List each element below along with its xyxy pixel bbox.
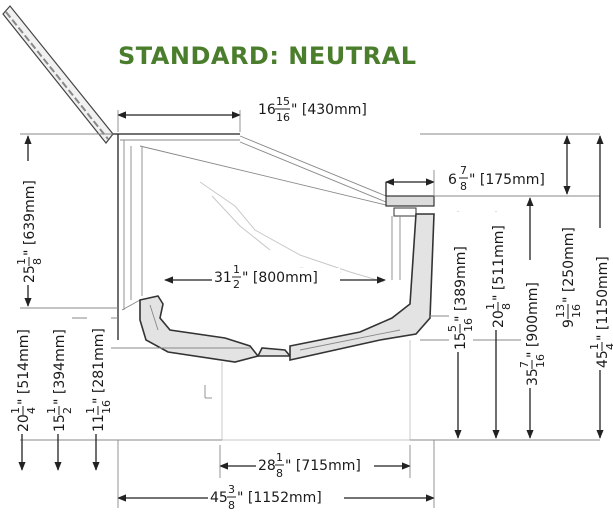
svg-text:1: 1 [9, 407, 22, 414]
svg-text:" [511mm]: " [511mm] [491, 225, 507, 301]
dim-front-height: 20 1 4 " [514mm] [9, 310, 38, 434]
svg-text:" [389mm]: " [389mm] [453, 246, 469, 322]
dim-shelf-depth: 6 7 8 " [175mm] [448, 164, 545, 193]
svg-text:8: 8 [31, 258, 44, 265]
svg-text:16: 16 [100, 400, 113, 414]
svg-text:" [800mm]: " [800mm] [242, 270, 318, 286]
svg-text:1: 1 [84, 407, 97, 414]
insulated-tub-section [139, 213, 435, 363]
svg-text:1: 1 [15, 258, 28, 265]
svg-text:5: 5 [446, 325, 459, 332]
svg-text:1: 1 [276, 451, 283, 464]
svg-text:2: 2 [61, 407, 74, 414]
svg-text:" [1152mm]: " [1152mm] [237, 490, 322, 506]
svg-text:16: 16 [462, 318, 475, 332]
dim-total-to-shelf: 35 7 16 " [900mm] [518, 260, 547, 388]
svg-text:3: 3 [228, 483, 235, 496]
dim-shelf-to-deck: 20 1 8 " [511mm] [484, 212, 513, 330]
svg-text:1: 1 [484, 303, 497, 310]
svg-text:16: 16 [570, 304, 583, 318]
svg-text:7: 7 [518, 361, 531, 368]
dim-top-depth: 16 15 16 " [430mm] [258, 95, 367, 124]
svg-text:4: 4 [604, 343, 613, 350]
svg-text:1: 1 [45, 407, 58, 414]
svg-text:1: 1 [588, 343, 601, 350]
svg-text:16: 16 [534, 354, 547, 368]
dim-rear-top: 9 13 16 " [250mm] [554, 216, 583, 330]
svg-text:15: 15 [276, 95, 290, 108]
svg-text:13: 13 [554, 304, 567, 318]
svg-text:45: 45 [210, 490, 228, 506]
svg-text:11: 11 [91, 414, 107, 432]
svg-text:45: 45 [595, 350, 611, 368]
svg-text:" [715mm]: " [715mm] [285, 458, 361, 474]
dim-glass-height: 25 1 8 " [639mm] [15, 161, 44, 285]
svg-text:8: 8 [228, 499, 235, 512]
svg-text:28: 28 [258, 458, 276, 474]
svg-text:15: 15 [52, 414, 68, 432]
svg-text:16: 16 [276, 111, 290, 124]
svg-text:15: 15 [453, 332, 469, 350]
svg-text:8: 8 [500, 303, 513, 310]
svg-text:20: 20 [491, 310, 507, 328]
svg-text:" [394mm]: " [394mm] [52, 329, 68, 405]
svg-text:25: 25 [22, 265, 38, 283]
svg-text:8: 8 [460, 180, 467, 193]
diagram-title: STANDARD: NEUTRAL [118, 42, 417, 70]
svg-text:20: 20 [16, 414, 32, 432]
svg-text:6: 6 [448, 172, 457, 188]
svg-text:2: 2 [233, 278, 240, 291]
svg-text:16: 16 [258, 102, 276, 118]
dim-front-lower: 15 1 2 " [394mm] [45, 310, 74, 434]
svg-text:" [900mm]: " [900mm] [525, 282, 541, 358]
svg-text:35: 35 [525, 368, 541, 386]
dim-shelf-to-base: 15 5 16 " [389mm] [446, 212, 475, 352]
svg-text:" [1150mm]: " [1150mm] [595, 256, 611, 341]
dim-base-width: 28 1 8 " [715mm] [256, 451, 374, 480]
svg-text:7: 7 [460, 164, 467, 177]
svg-text:" [639mm]: " [639mm] [22, 180, 38, 256]
svg-text:31: 31 [214, 270, 232, 286]
svg-text:" [430mm]: " [430mm] [291, 102, 367, 118]
svg-text:8: 8 [276, 467, 283, 480]
svg-text:" [281mm]: " [281mm] [91, 328, 107, 404]
svg-text:4: 4 [25, 407, 38, 414]
dim-inner-depth: 31 1 2 " [800mm] [212, 263, 340, 291]
dim-front-base: 11 1 16 " [281mm] [84, 310, 113, 434]
svg-text:" [250mm]: " [250mm] [561, 227, 577, 303]
dim-total-height: 45 1 4 " [1150mm] [588, 228, 613, 370]
svg-text:" [514mm]: " [514mm] [16, 329, 32, 405]
svg-text:1: 1 [233, 263, 240, 276]
open-lid [2, 5, 114, 144]
svg-text:9: 9 [561, 319, 577, 328]
dimension-lines [18, 110, 604, 508]
dim-total-depth: 45 3 8 " [1152mm] [208, 483, 344, 512]
svg-text:" [175mm]: " [175mm] [469, 172, 545, 188]
